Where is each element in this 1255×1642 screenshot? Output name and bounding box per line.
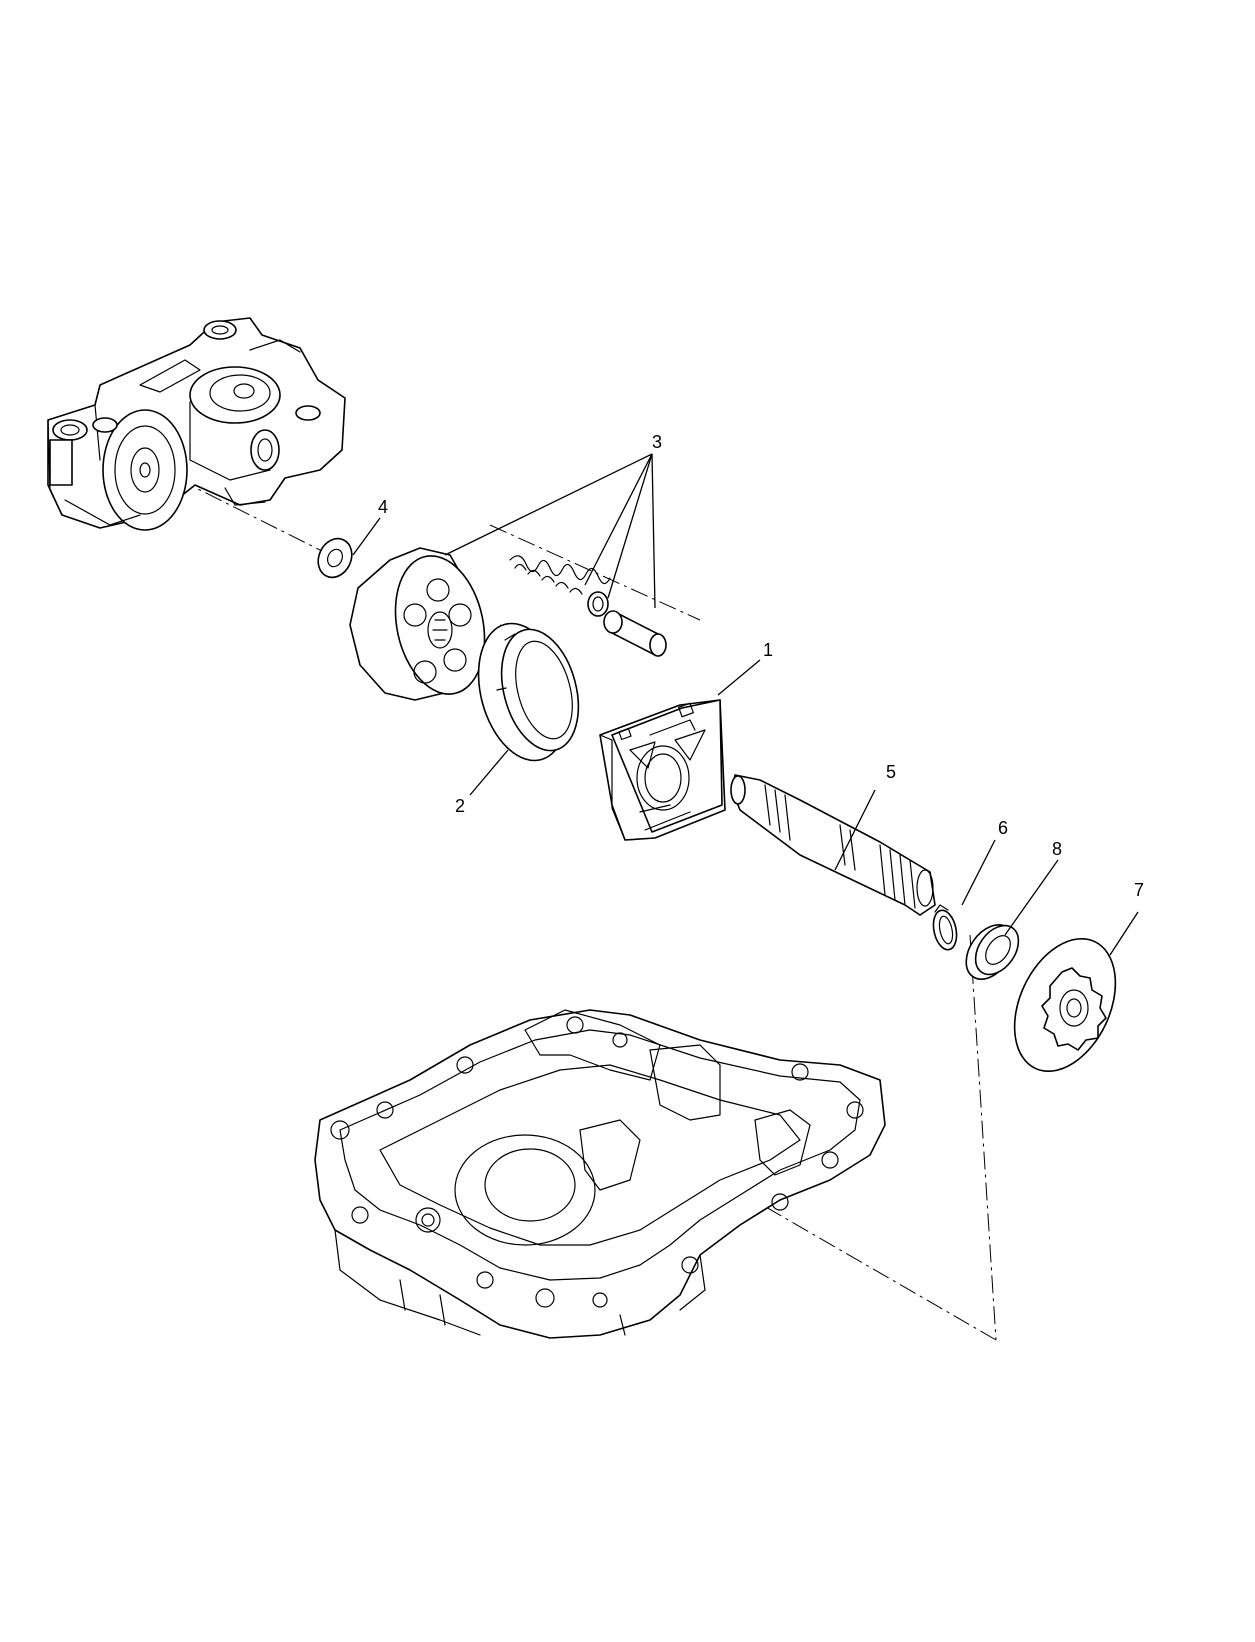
callout-labels: 1 2 3 4 5 6 7 8 <box>378 432 1144 900</box>
callout-2: 2 <box>455 796 465 816</box>
lower-housing-icon <box>314 1009 886 1339</box>
callout-6: 6 <box>998 818 1008 838</box>
callout-4: 4 <box>378 497 388 517</box>
callout-8: 8 <box>1052 839 1062 859</box>
washer-icon <box>317 537 353 579</box>
retaining-ring-icon <box>932 904 958 951</box>
callout-7: 7 <box>1134 880 1144 900</box>
cylinder-block-icon <box>349 547 486 701</box>
oil-seal-icon <box>965 924 1020 980</box>
callout-3: 3 <box>652 432 662 452</box>
callout-leaders <box>352 453 1139 956</box>
callout-1: 1 <box>763 640 773 660</box>
check-valve-spring-icon <box>509 555 667 657</box>
valve-plate-icon <box>599 699 726 841</box>
thrust-bearing-icon <box>477 622 580 762</box>
pump-shaft-icon <box>730 774 936 916</box>
center-case-icon <box>47 317 346 531</box>
callout-5: 5 <box>886 762 896 782</box>
gear-icon <box>1013 937 1117 1073</box>
